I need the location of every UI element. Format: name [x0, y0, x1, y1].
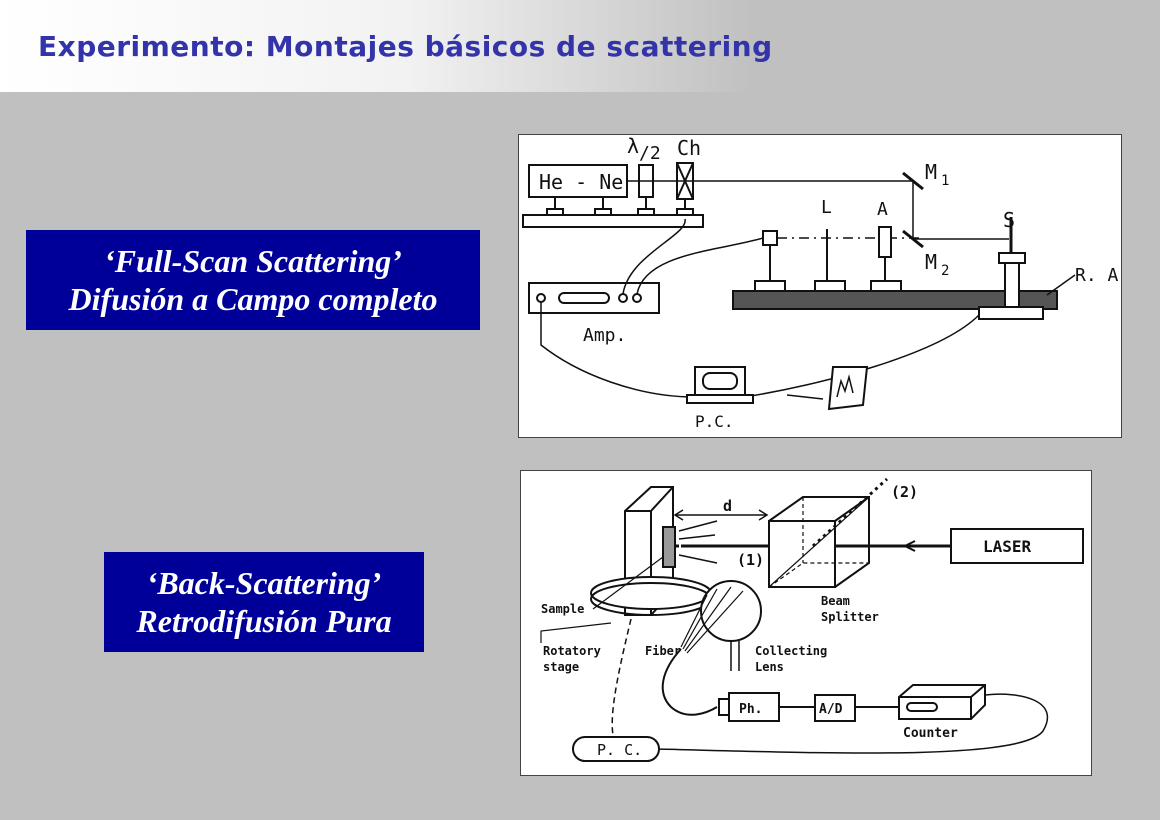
path-2-label: (2) — [891, 483, 918, 501]
laser-label: LASER — [983, 537, 1032, 556]
he-ne-laser: He - Ne — [528, 164, 628, 198]
mirror-m2-label: M — [925, 250, 937, 274]
path-2-beam — [811, 477, 889, 548]
back-scattering-label-line1: ‘Back-Scattering’ — [146, 565, 382, 601]
ph-label: Ph. — [739, 702, 762, 717]
full-scan-label-line1: ‘Full-Scan Scattering’ — [104, 243, 402, 279]
rotation-axis-label: R. A. — [1075, 265, 1121, 286]
collecting-lens — [700, 580, 762, 642]
rotary-stage — [978, 306, 1044, 320]
mirror-m1-label: M — [925, 160, 937, 184]
beam-splitter-label-2: Splitter — [821, 610, 879, 624]
photomultiplier — [728, 692, 780, 722]
printout — [827, 366, 869, 411]
path-1-label: (1) — [737, 551, 764, 569]
optical-bench-left — [522, 214, 704, 228]
analyzer — [878, 226, 892, 258]
full-scan-diagram: He - Ne λ /2 Ch M 1 M 2 — [518, 134, 1122, 438]
analyzer-label: A — [877, 199, 888, 220]
amp-label: Amp. — [583, 325, 626, 346]
rotatory-label-1: Rotatory — [543, 644, 601, 658]
lens-label: L — [821, 197, 832, 218]
sample-label: Sample — [541, 602, 584, 616]
optical-fiber — [661, 648, 718, 716]
sample-label: S — [1003, 208, 1015, 232]
half-wave-symbol: λ — [627, 135, 639, 158]
mirror-m1 — [902, 171, 924, 191]
slide-title: Experimento: Montajes básicos de scatter… — [38, 30, 773, 63]
he-ne-label: He - Ne — [539, 170, 623, 194]
ad-converter — [814, 694, 856, 722]
full-scan-label-line2: Difusión a Campo completo — [68, 281, 438, 317]
full-scan-label: ‘Full-Scan Scattering’ Difusión a Campo … — [26, 230, 480, 330]
distance-label: d — [723, 497, 732, 515]
back-scattering-label: ‘Back-Scattering’ Retrodifusión Pura — [104, 552, 424, 652]
sample-specimen — [662, 526, 676, 568]
rotatory-label-2: stage — [543, 660, 579, 674]
collecting-label-2: Lens — [755, 660, 784, 674]
fiber-label: Fiber — [645, 644, 681, 658]
counter-label: Counter — [903, 726, 958, 741]
pc-label: P. C. — [597, 741, 642, 759]
pc-label: P.C. — [695, 412, 734, 431]
beam-splitter — [768, 496, 870, 588]
lens-mount — [814, 280, 846, 292]
chopper-label: Ch — [677, 136, 701, 160]
svg-text:2: 2 — [941, 263, 949, 279]
pc-box — [572, 736, 660, 762]
detector — [754, 280, 786, 292]
ad-label: A/D — [819, 702, 843, 717]
collecting-label-1: Collecting — [755, 644, 827, 658]
svg-text:1: 1 — [941, 173, 949, 189]
counter — [898, 684, 986, 720]
mirror-m2 — [902, 229, 924, 249]
back-scattering-label-line2: Retrodifusión Pura — [136, 603, 392, 639]
beam-splitter-label-1: Beam — [821, 594, 850, 608]
slide-header: Experimento: Montajes básicos de scatter… — [0, 0, 1160, 92]
back-scattering-diagram: LASER (2) (1) d — [520, 470, 1092, 776]
rotatory-stage — [590, 576, 712, 610]
half-wave-divisor: /2 — [639, 143, 661, 164]
